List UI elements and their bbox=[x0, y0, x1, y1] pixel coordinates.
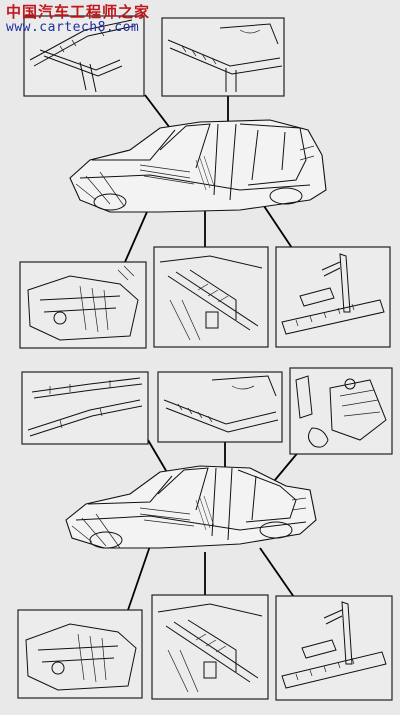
wagon-part-pillar-sill bbox=[275, 246, 391, 348]
sedan-part-pillar-sill bbox=[275, 595, 393, 701]
sedan-part-roof-rail bbox=[157, 371, 283, 443]
wagon-part-b-pillar-roof bbox=[161, 17, 285, 97]
sedan-part-rear-quarter bbox=[289, 367, 393, 455]
wagon-part-floor-rocker bbox=[153, 246, 269, 348]
sedan-part-floor-rocker bbox=[151, 594, 269, 700]
wagon-diagram bbox=[19, 15, 391, 349]
watermark-url: www.cartech8.com bbox=[6, 20, 140, 36]
sedan-part-front-apron bbox=[17, 609, 143, 699]
sedan-part-roof-bows bbox=[21, 371, 149, 445]
sedan-diagram bbox=[17, 367, 393, 701]
wagon-part-front-apron bbox=[19, 261, 147, 349]
sedan-leader-lines bbox=[127, 439, 301, 611]
sedan-body-shell bbox=[65, 465, 317, 549]
wagon-part-roof-crossmember bbox=[23, 15, 145, 97]
watermark-site-name: 中国汽车工程师之家 bbox=[6, 3, 151, 21]
site-watermark: 中国汽车工程师之家 www.cartech8.com bbox=[6, 3, 151, 36]
wagon-body-shell bbox=[69, 119, 327, 213]
